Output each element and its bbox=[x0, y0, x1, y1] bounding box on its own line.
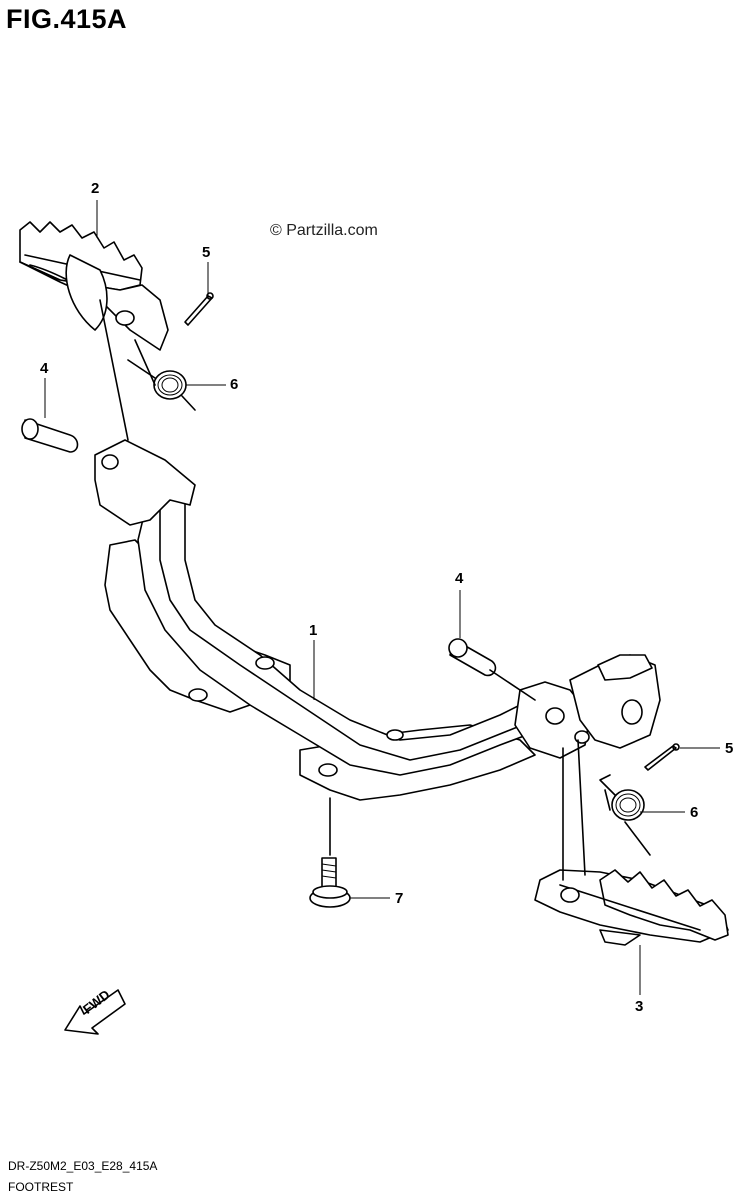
callout-6-left[interactable]: 6 bbox=[230, 376, 239, 393]
callout-3[interactable]: 3 bbox=[635, 998, 644, 1015]
figure-code: DR-Z50M2_E03_E28_415A bbox=[8, 1159, 158, 1173]
callout-1[interactable]: 1 bbox=[309, 622, 318, 639]
fwd-arrow-icon bbox=[64, 989, 126, 1035]
callout-7[interactable]: 7 bbox=[395, 890, 404, 907]
right-footpeg bbox=[534, 869, 729, 946]
callout-4-left[interactable]: 4 bbox=[40, 360, 49, 377]
cotter-pin-left bbox=[184, 292, 214, 326]
leader-lines bbox=[44, 200, 720, 995]
callout-2[interactable]: 2 bbox=[91, 180, 100, 197]
watermark-text: © Partzilla.com bbox=[270, 222, 378, 239]
pin-right bbox=[448, 638, 497, 677]
callout-5-right[interactable]: 5 bbox=[725, 740, 734, 757]
callout-6-right[interactable]: 6 bbox=[690, 804, 699, 821]
pin-left bbox=[21, 418, 79, 453]
figure-title: FIG.415A bbox=[6, 4, 128, 34]
spring-left bbox=[127, 359, 196, 411]
footrest-bracket bbox=[94, 439, 661, 801]
assembly-lines bbox=[99, 299, 611, 881]
cotter-pin-right bbox=[644, 743, 680, 771]
figure-name: FOOTREST bbox=[8, 1180, 74, 1194]
left-footpeg bbox=[19, 221, 169, 351]
spring-right bbox=[599, 774, 651, 856]
callout-4-right[interactable]: 4 bbox=[455, 570, 464, 587]
bolt bbox=[309, 857, 351, 908]
callout-5-left[interactable]: 5 bbox=[202, 244, 211, 261]
